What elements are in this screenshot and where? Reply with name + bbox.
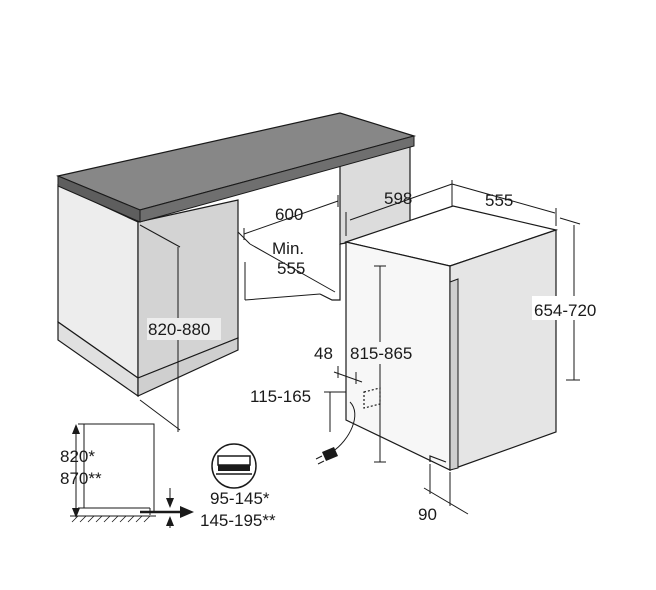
body-height-label: 815-865 <box>350 344 412 363</box>
cabinet-height-label-b: 870** <box>60 469 102 488</box>
socket-height-label: 115-165 <box>250 387 311 406</box>
niche-height-label: 820-880 <box>148 320 210 339</box>
body-height-dimension: 815-865 <box>348 265 432 463</box>
socket-height-dimension: 115-165 <box>250 387 346 432</box>
plinth-icon <box>211 443 257 489</box>
socket-offset-label: 48 <box>314 344 333 363</box>
plinth-depth-dimension: 90 <box>418 464 469 524</box>
appliance-width-dimension: 598 <box>345 180 453 236</box>
arrow-right-icon <box>140 506 194 518</box>
plinth-depth-label: 90 <box>418 505 437 524</box>
niche-width-dimension: 600 <box>243 195 339 240</box>
niche-depth-label-b: 555 <box>277 259 305 278</box>
countertop-side-edge <box>139 135 415 223</box>
niche-width-label: 600 <box>275 205 303 224</box>
socket-offset-dimension: 48 <box>314 344 363 384</box>
appliance-depth-label: 555 <box>485 191 513 210</box>
appliance-door <box>449 229 557 471</box>
plinth-height-label-a: 95-145* <box>210 489 270 508</box>
appliance-depth-dimension: 555 <box>451 183 557 226</box>
cabinet-height-label-a: 820* <box>60 447 95 466</box>
niche-depth-label-a: Min. <box>272 239 304 258</box>
niche-height-dimension: 820-880 <box>139 224 221 432</box>
cabinet-section-detail: 820* 870** <box>60 423 174 528</box>
dishwasher-appliance <box>343 205 559 471</box>
appliance-height-label: 654-720 <box>534 301 596 320</box>
plinth-height-label-b: 145-195** <box>200 511 276 530</box>
appliance-height-dimension: 654-720 <box>532 217 616 381</box>
power-plug-icon <box>315 401 356 465</box>
niche-depth-dimension: Min. 555 <box>249 239 336 293</box>
appliance-width-label: 598 <box>384 189 412 208</box>
